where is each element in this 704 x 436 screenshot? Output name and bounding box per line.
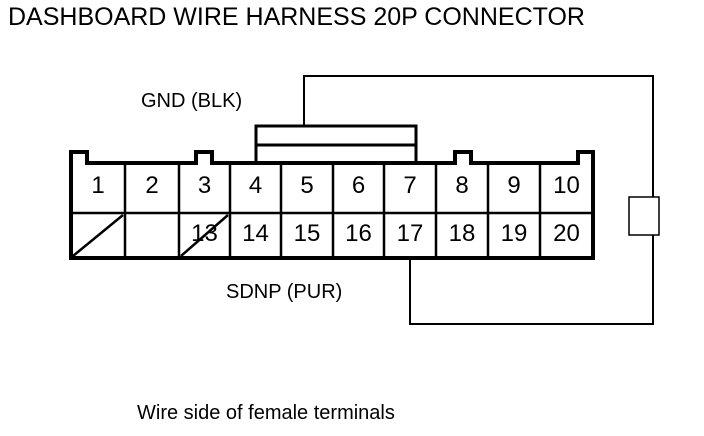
sdnp-leader-line [409, 234, 654, 325]
unused-cavity-diagonal-12 [180, 214, 229, 257]
page-title: DASHBOARD WIRE HARNESS 20P CONNECTOR [8, 3, 585, 31]
ground-terminal-box [628, 196, 660, 236]
unused-cavity-diagonal-11 [72, 214, 124, 257]
column-dividers [123, 163, 542, 258]
callout-label-sdnp: SDNP (PUR) [226, 281, 343, 303]
callout-label-gnd: GND (BLK) [141, 90, 243, 112]
diagram-caption: Wire side of female terminals [137, 402, 395, 424]
unused-cavity-marks [72, 214, 229, 257]
